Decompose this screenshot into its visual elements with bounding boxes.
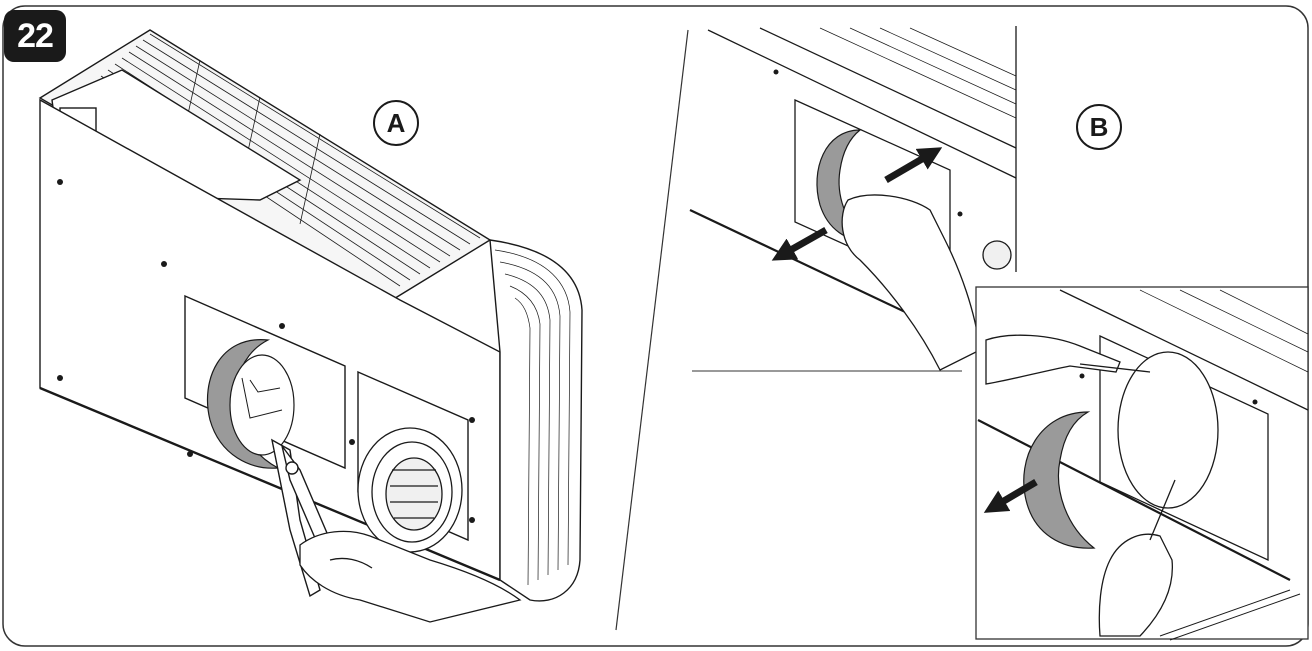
step-number-badge: 22 (4, 10, 66, 62)
hand-inset-top-icon (985, 334, 1151, 385)
panel-b-top-illustration (689, 26, 1017, 339)
panel-b-label: B (1076, 104, 1122, 150)
round-vent-icon (357, 427, 463, 553)
panel-divider (615, 29, 689, 631)
push-arrow-icon (884, 147, 943, 184)
screws (57, 179, 475, 523)
knockout-opening (229, 354, 295, 456)
hand-icon (299, 530, 522, 623)
hand-top-b-icon (841, 194, 981, 371)
pull-arrow-inset-icon (983, 478, 1038, 513)
panel-a-label: A (373, 100, 419, 146)
crescent-knockout-inset-icon (1023, 411, 1096, 549)
hand-inset-bottom-icon (1098, 479, 1176, 637)
side-fins (494, 249, 571, 586)
pull-arrow-icon (771, 226, 828, 261)
knockout-opening-inset (1117, 351, 1219, 509)
